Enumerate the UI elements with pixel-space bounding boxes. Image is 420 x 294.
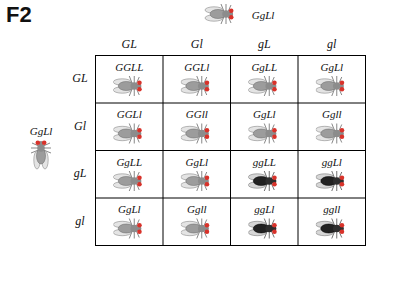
offspring-genotype: GgLL — [116, 156, 142, 168]
gamete-header: gl — [75, 215, 84, 228]
offspring-genotype: GGLl — [117, 108, 142, 120]
offspring-genotype: ggLl — [322, 156, 342, 168]
offspring-genotype: Ggll — [187, 203, 207, 215]
parent-fly — [31, 141, 51, 170]
offspring-genotype: GgLL — [251, 61, 277, 73]
offspring-genotype: Ggll — [322, 108, 342, 120]
offspring-genotype: GgLl — [320, 61, 343, 73]
gamete-header: gL — [258, 38, 271, 51]
offspring-flies — [113, 76, 344, 239]
punnett-grid — [96, 56, 366, 246]
gamete-header: Gl — [191, 38, 203, 51]
offspring-genotype: GGll — [186, 108, 208, 120]
offspring-genotype: GgLl — [118, 203, 141, 215]
gamete-header: gL — [74, 167, 87, 180]
gamete-header: Gl — [74, 120, 86, 133]
parent-genotype: GgLl — [252, 9, 275, 21]
figure-title: F2 — [6, 3, 32, 27]
gamete-header: gl — [327, 38, 336, 51]
offspring-genotype: GGLl — [184, 61, 209, 73]
offspring-genotype: GGLL — [115, 61, 143, 73]
offspring-genotype: ggll — [323, 203, 340, 215]
offspring-genotype: ggLl — [254, 203, 274, 215]
offspring-genotype: GgLl — [185, 156, 208, 168]
parent-genotype: GgLl — [30, 125, 53, 137]
offspring-genotype: ggLL — [253, 156, 276, 168]
gamete-header: GL — [72, 72, 87, 85]
gamete-header: GL — [122, 38, 137, 51]
offspring-genotype: GgLl — [253, 108, 276, 120]
parent-fly — [205, 4, 234, 24]
